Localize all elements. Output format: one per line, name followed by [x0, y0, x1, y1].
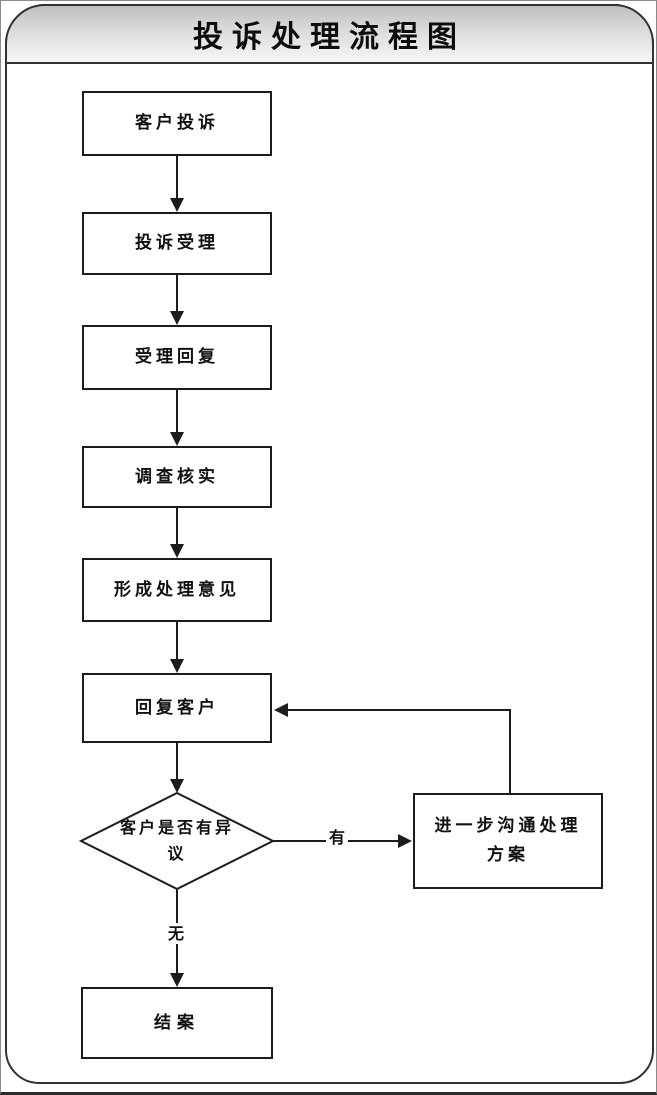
flow-node-acceptance-reply: 受理回复 — [82, 325, 272, 390]
node-label: 调查核实 — [135, 466, 219, 487]
flow-node-further-communication: 进一步沟通处理方案 — [413, 793, 603, 889]
node-label: 回复客户 — [135, 697, 219, 718]
arrowhead-down-icon — [170, 659, 184, 673]
node-label: 形成处理意见 — [114, 579, 240, 600]
node-label: 结案 — [154, 1012, 200, 1033]
page-title: 投诉处理流程图 — [193, 20, 466, 55]
flow-node-complaint-acceptance: 投诉受理 — [82, 212, 272, 275]
arrowhead-right-icon — [398, 834, 412, 848]
flow-node-customer-complaint: 客户投诉 — [82, 91, 272, 156]
node-label: 客户投诉 — [135, 113, 219, 134]
arrowhead-down-icon — [170, 973, 184, 987]
decision-node-label: 客户是否有异议 — [119, 818, 234, 863]
edge-label-no: 无 — [165, 923, 188, 945]
node-label: 进一步沟通处理方案 — [434, 816, 582, 865]
title-band: 投诉处理流程图 — [5, 4, 654, 64]
flow-node-form-handling-opinion: 形成处理意见 — [82, 558, 272, 622]
connector-further-to-replycustomer — [276, 709, 511, 793]
decision-node-label-container: 客户是否有异议 — [115, 808, 239, 874]
arrowhead-down-icon — [170, 198, 184, 212]
arrowhead-down-icon — [170, 311, 184, 325]
arrowhead-down-icon — [170, 432, 184, 446]
node-label: 受理回复 — [135, 347, 219, 368]
flowchart-panel — [5, 4, 654, 1084]
node-label: 投诉受理 — [135, 233, 219, 254]
flow-node-investigation-verify: 调查核实 — [82, 446, 272, 508]
arrowhead-left-icon — [274, 703, 288, 717]
arrowhead-down-icon — [170, 779, 184, 793]
edge-label-yes: 有 — [326, 827, 349, 849]
arrowhead-down-icon — [170, 544, 184, 558]
flow-node-close-case: 结案 — [81, 987, 273, 1059]
flow-node-reply-customer: 回复客户 — [82, 673, 272, 743]
